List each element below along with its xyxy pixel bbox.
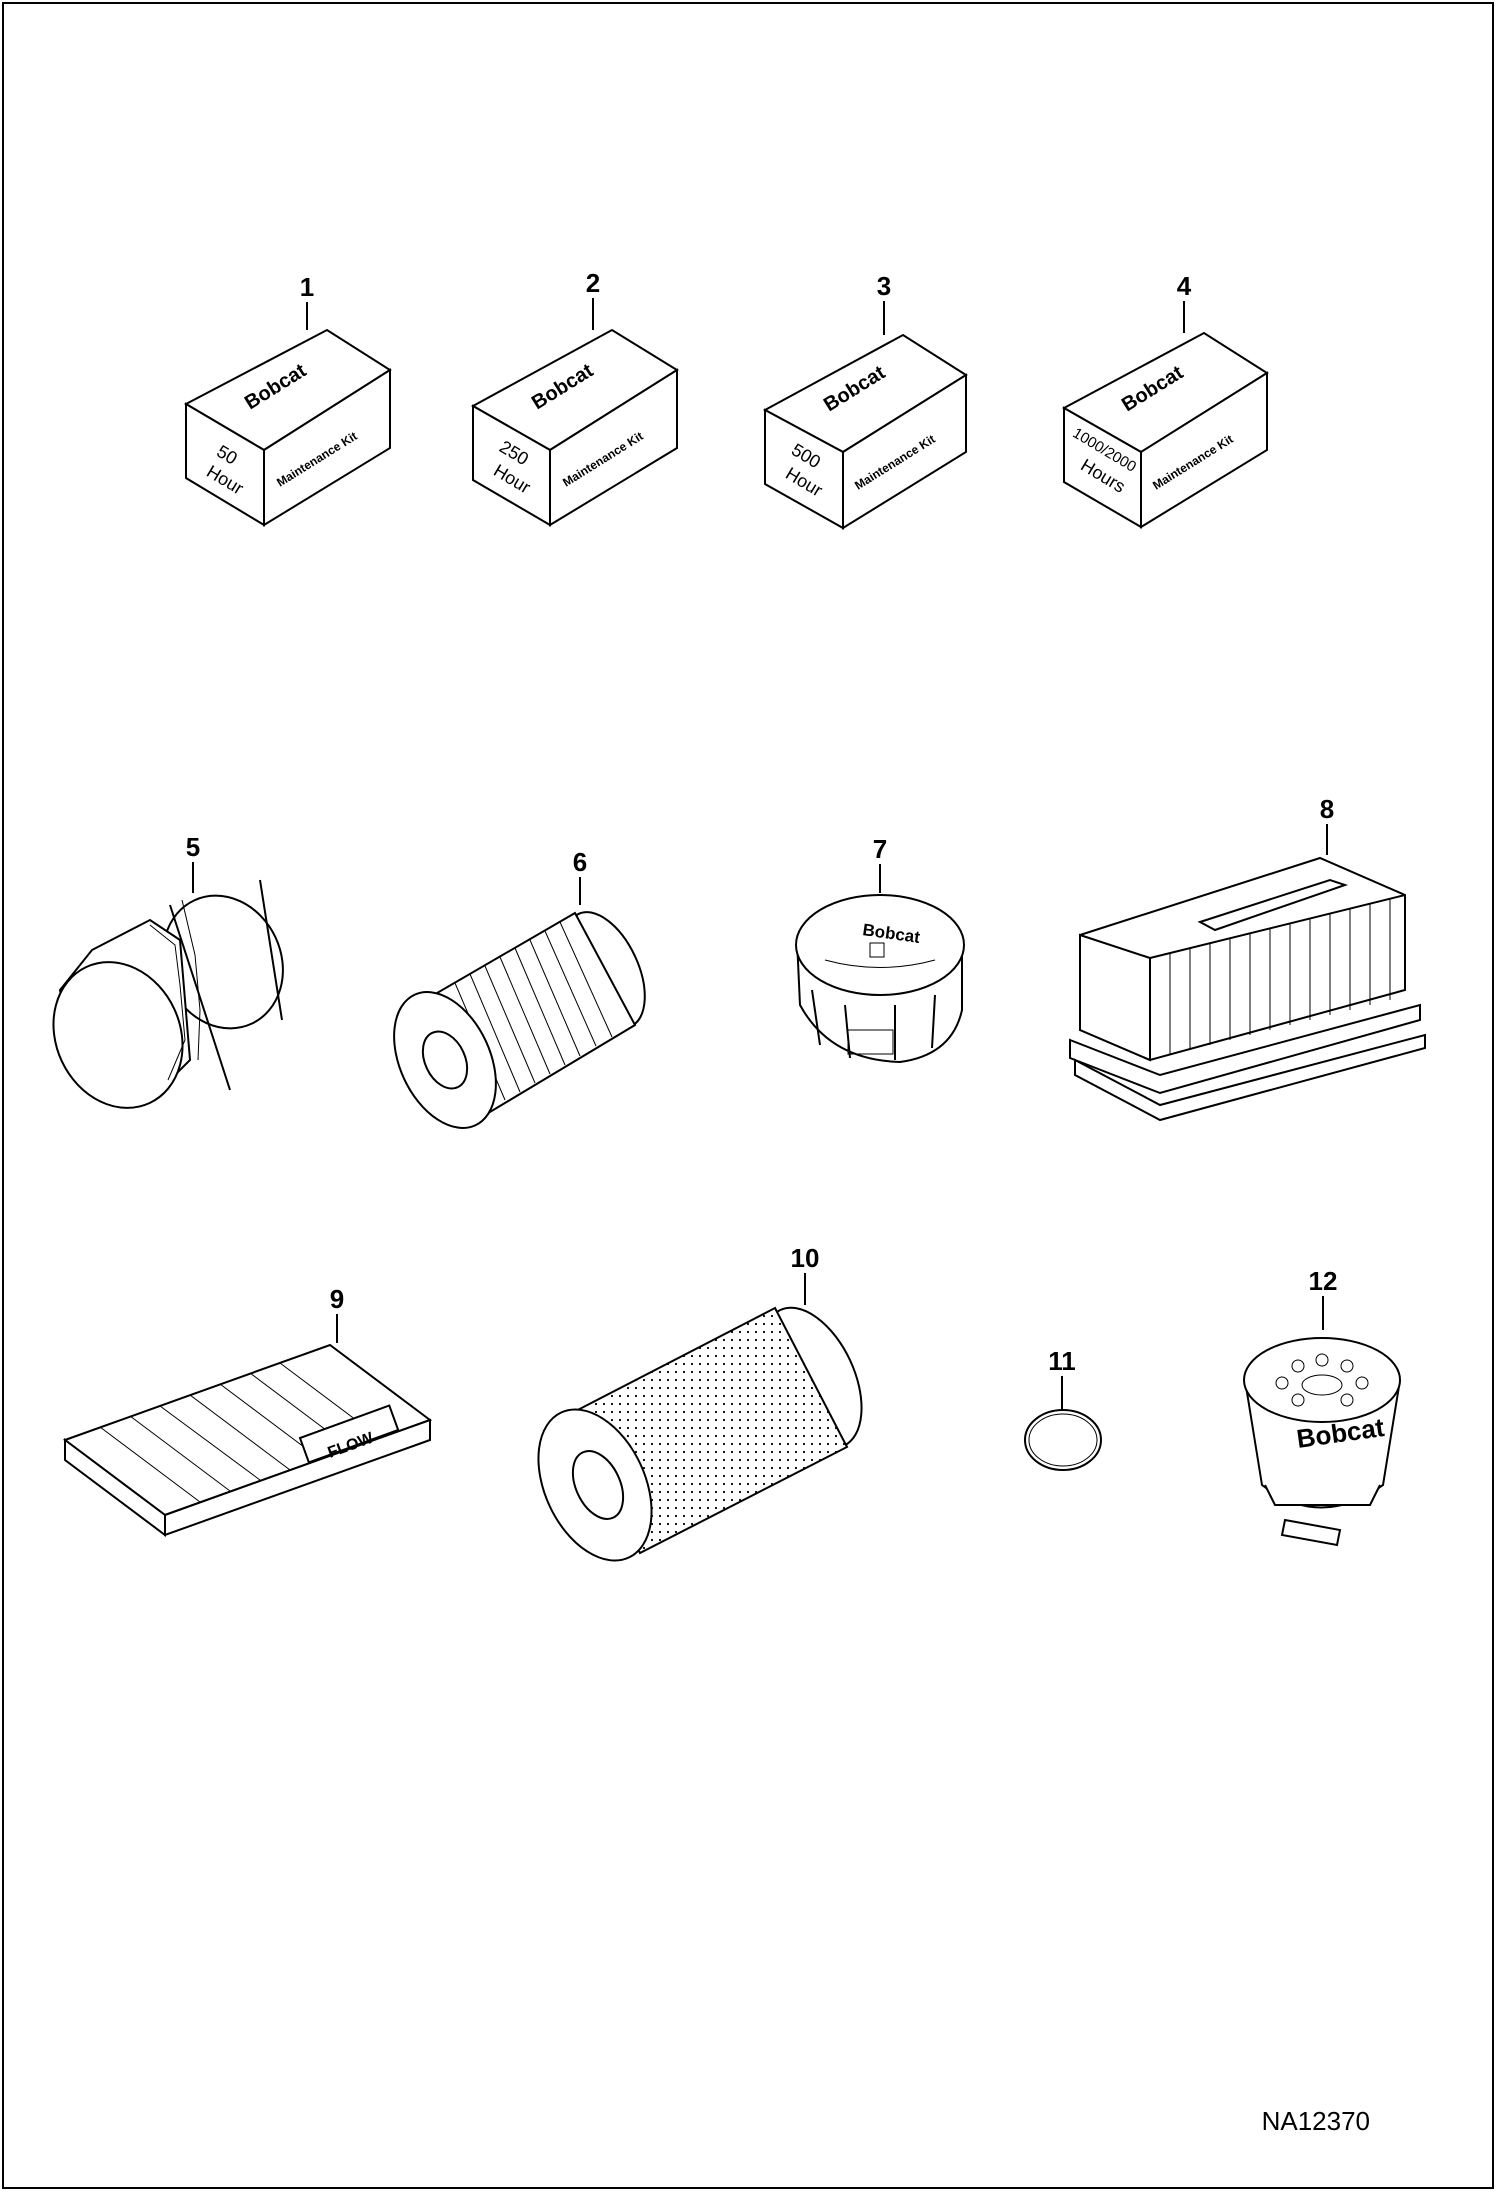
hydraulic-fill-cap: 7 Bobcat bbox=[795, 834, 965, 1064]
o-ring: 11 bbox=[1024, 1346, 1102, 1471]
maintenance-kit-box-1: 1 Bobcat 50 Hour Maintenance Kit bbox=[183, 272, 392, 527]
callout-5: 5 bbox=[186, 832, 200, 862]
hydraulic-filter-element: 10 bbox=[537, 1243, 863, 1562]
callout-6: 6 bbox=[573, 847, 587, 877]
cartridge-filter: 6 bbox=[393, 847, 646, 1129]
callout-10: 10 bbox=[791, 1243, 820, 1273]
callout-4: 4 bbox=[1177, 271, 1192, 301]
engine-oil-filter: 5 bbox=[52, 832, 284, 1109]
maintenance-kit-box-4: 4 Bobcat 1000/2000 Hours Maintenance Kit bbox=[1061, 271, 1269, 529]
cab-air-filter: 9 FLOW bbox=[62, 1284, 433, 1537]
callout-2: 2 bbox=[586, 268, 600, 298]
maintenance-kit-box-3: 3 Bobcat 500 Hour Maintenance Kit bbox=[762, 271, 968, 530]
fuel-filter: 12 Bobcat bbox=[1243, 1266, 1401, 1547]
callout-7: 7 bbox=[873, 834, 887, 864]
callout-12: 12 bbox=[1309, 1266, 1338, 1296]
drawing-number: NA12370 bbox=[1261, 2106, 1370, 2136]
callout-11: 11 bbox=[1048, 1346, 1076, 1376]
air-filter-element: 8 bbox=[1069, 794, 1426, 1122]
callout-8: 8 bbox=[1320, 794, 1334, 824]
callout-3: 3 bbox=[877, 271, 891, 301]
maintenance-kit-box-2: 2 Bobcat 250 Hour Maintenance Kit bbox=[470, 268, 679, 527]
callout-9: 9 bbox=[330, 1284, 344, 1314]
callout-1: 1 bbox=[300, 272, 314, 302]
